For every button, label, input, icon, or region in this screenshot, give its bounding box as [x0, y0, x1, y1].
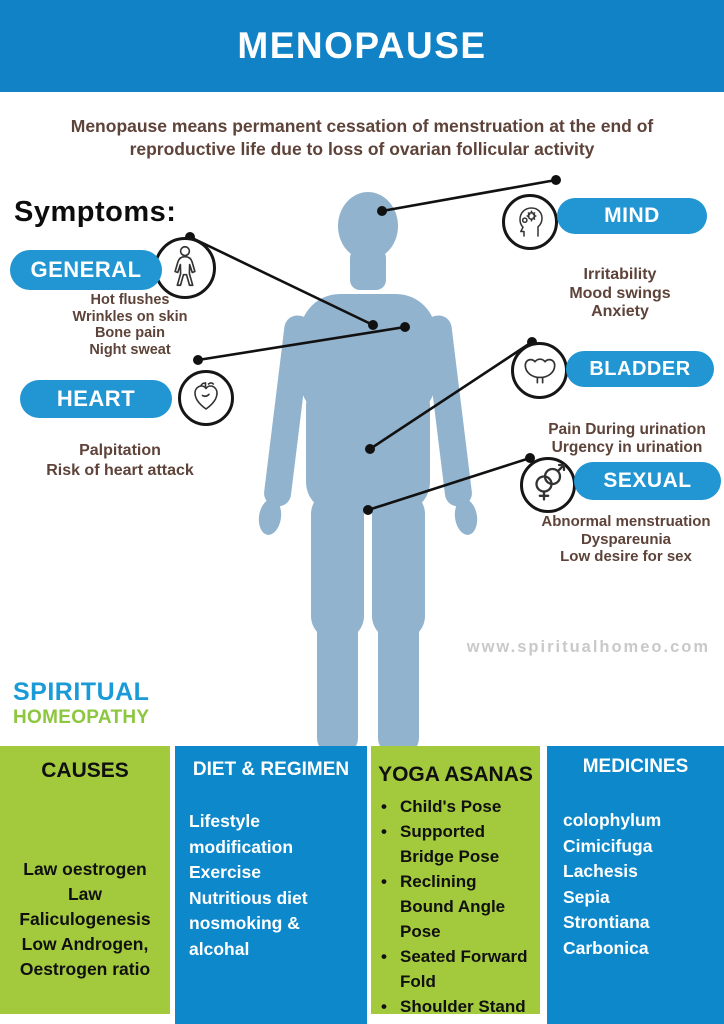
heart-symptom-list: Palpitation Risk of heart attack	[10, 441, 230, 481]
medicine-item: Lachesis	[563, 861, 638, 881]
cause-item: Low Androgen, Oestrogen ratio	[19, 934, 151, 979]
mind-symptom-list: Irritability Mood swings Anxiety	[520, 266, 720, 322]
bottom-info-panels: CAUSES Law oestrogen Law Faliculogenesis…	[0, 746, 724, 1024]
general-label: GENERAL	[30, 257, 142, 282]
human-body-icon	[163, 244, 207, 293]
sexual-label: SEXUAL	[603, 469, 692, 492]
page-title: MENOPAUSE	[237, 25, 487, 66]
yoga-item: Child's Pose	[381, 794, 534, 819]
title-banner: MENOPAUSE	[0, 0, 724, 92]
bullet-icon	[381, 994, 400, 1019]
medicines-title: MEDICINES	[582, 756, 689, 777]
yoga-item: Reclining Bound Angle Pose	[381, 869, 534, 944]
diet-item: Exercise	[189, 862, 262, 882]
medicine-item: Strontiana Carbonica	[563, 912, 650, 958]
diet-item: nosmoking & alcohal	[189, 913, 300, 959]
symptom-item: Low desire for sex	[560, 548, 692, 565]
symptom-item: Night sweat	[89, 341, 171, 358]
bladder-icon-circle	[511, 342, 568, 399]
logo-line-spiritual: SPIRITUAL	[13, 678, 150, 706]
yoga-asanas-panel: YOGA ASANAS Child's Pose Supported Bridg…	[371, 746, 540, 1016]
mind-label: MIND	[604, 204, 660, 227]
cause-item: Law oestrogen	[23, 859, 147, 879]
medicines-list: colophylum Cimicifuga Lachesis Sepia Str…	[547, 808, 724, 961]
medicine-item: Cimicifuga	[563, 835, 653, 856]
mind-label-pill: MIND	[557, 198, 707, 234]
mind-gears-icon	[510, 200, 550, 245]
symptom-item: Abnormal menstruation	[541, 513, 711, 530]
heart-icon-circle	[178, 370, 234, 426]
bladder-label-pill: BLADDER	[566, 351, 714, 387]
bladder-icon	[519, 347, 561, 394]
sexual-symptom-list: Abnormal menstruation Dyspareunia Low de…	[528, 513, 724, 566]
cause-item: Law Faliculogenesis	[19, 884, 151, 929]
causes-list: Law oestrogen Law Faliculogenesis Low An…	[0, 857, 170, 982]
website-watermark: www.spiritualhomeo.com	[466, 638, 710, 656]
symptom-item: Palpitation	[79, 442, 161, 459]
medicine-item: colophylum	[563, 810, 662, 830]
diet-regimen-list: Lifestyle modification Exercise Nutritio…	[175, 809, 367, 962]
definition-text: Menopause means permanent cessation of m…	[70, 115, 654, 159]
bullet-icon	[381, 794, 400, 819]
yoga-item: Shoulder Stand	[381, 994, 534, 1019]
general-symptom-list: Hot flushes Wrinkles on skin Bone pain N…	[25, 292, 235, 358]
symptom-item: Urgency in urination	[551, 439, 703, 456]
symptom-item: Pain During urination	[548, 421, 706, 438]
symptom-item: Bone pain	[94, 325, 166, 341]
causes-panel: CAUSES Law oestrogen Law Faliculogenesis…	[0, 746, 170, 1014]
symptom-item: Dyspareunia	[580, 530, 672, 548]
general-icon-circle	[154, 237, 216, 299]
bullet-icon	[381, 944, 400, 994]
bladder-symptom-list: Pain During urination Urgency in urinati…	[530, 421, 724, 457]
general-label-pill: GENERAL	[10, 250, 162, 290]
yoga-item: Supported Bridge Pose	[381, 819, 534, 869]
diet-regimen-panel: DIET & REGIMEN Lifestyle modification Ex…	[175, 746, 367, 1024]
heart-label: HEART	[56, 386, 136, 411]
yoga-asanas-list: Child's Pose Supported Bridge Pose Recli…	[371, 794, 540, 1019]
symptom-item: Wrinkles on skin	[72, 308, 188, 325]
yoga-asanas-title: YOGA ASANAS	[378, 763, 533, 786]
mind-icon-circle	[502, 194, 558, 250]
sexual-label-pill: SEXUAL	[574, 462, 721, 500]
bullet-icon	[381, 819, 400, 869]
causes-title: CAUSES	[41, 759, 129, 782]
medicine-item: Sepia	[563, 886, 610, 907]
symptom-item: Risk of heart attack	[46, 462, 194, 479]
symptom-item: Hot flushes	[90, 292, 170, 308]
bladder-label: BLADDER	[589, 357, 691, 380]
gender-symbols-icon	[526, 461, 570, 510]
sexual-icon-circle	[520, 457, 576, 513]
heart-icon	[186, 376, 226, 421]
medicines-panel: MEDICINES colophylum Cimicifuga Lachesis…	[547, 746, 724, 1024]
bullet-icon	[381, 869, 400, 944]
symptom-item: Irritability	[583, 266, 657, 283]
diet-item: Nutritious diet	[189, 887, 308, 908]
yoga-item: Seated Forward Fold	[381, 944, 534, 994]
spiritual-homeopathy-logo: SPIRITUAL HOMEOPATHY	[13, 678, 150, 728]
symptoms-heading: Symptoms:	[14, 196, 177, 228]
heart-label-pill: HEART	[20, 380, 172, 418]
symptom-item: Mood swings	[569, 284, 671, 302]
symptom-item: Anxiety	[591, 303, 649, 320]
diet-item: Lifestyle modification	[189, 811, 294, 857]
logo-line-homeopathy: HOMEOPATHY	[13, 707, 150, 728]
diet-regimen-title: DIET & REGIMEN	[192, 759, 350, 780]
